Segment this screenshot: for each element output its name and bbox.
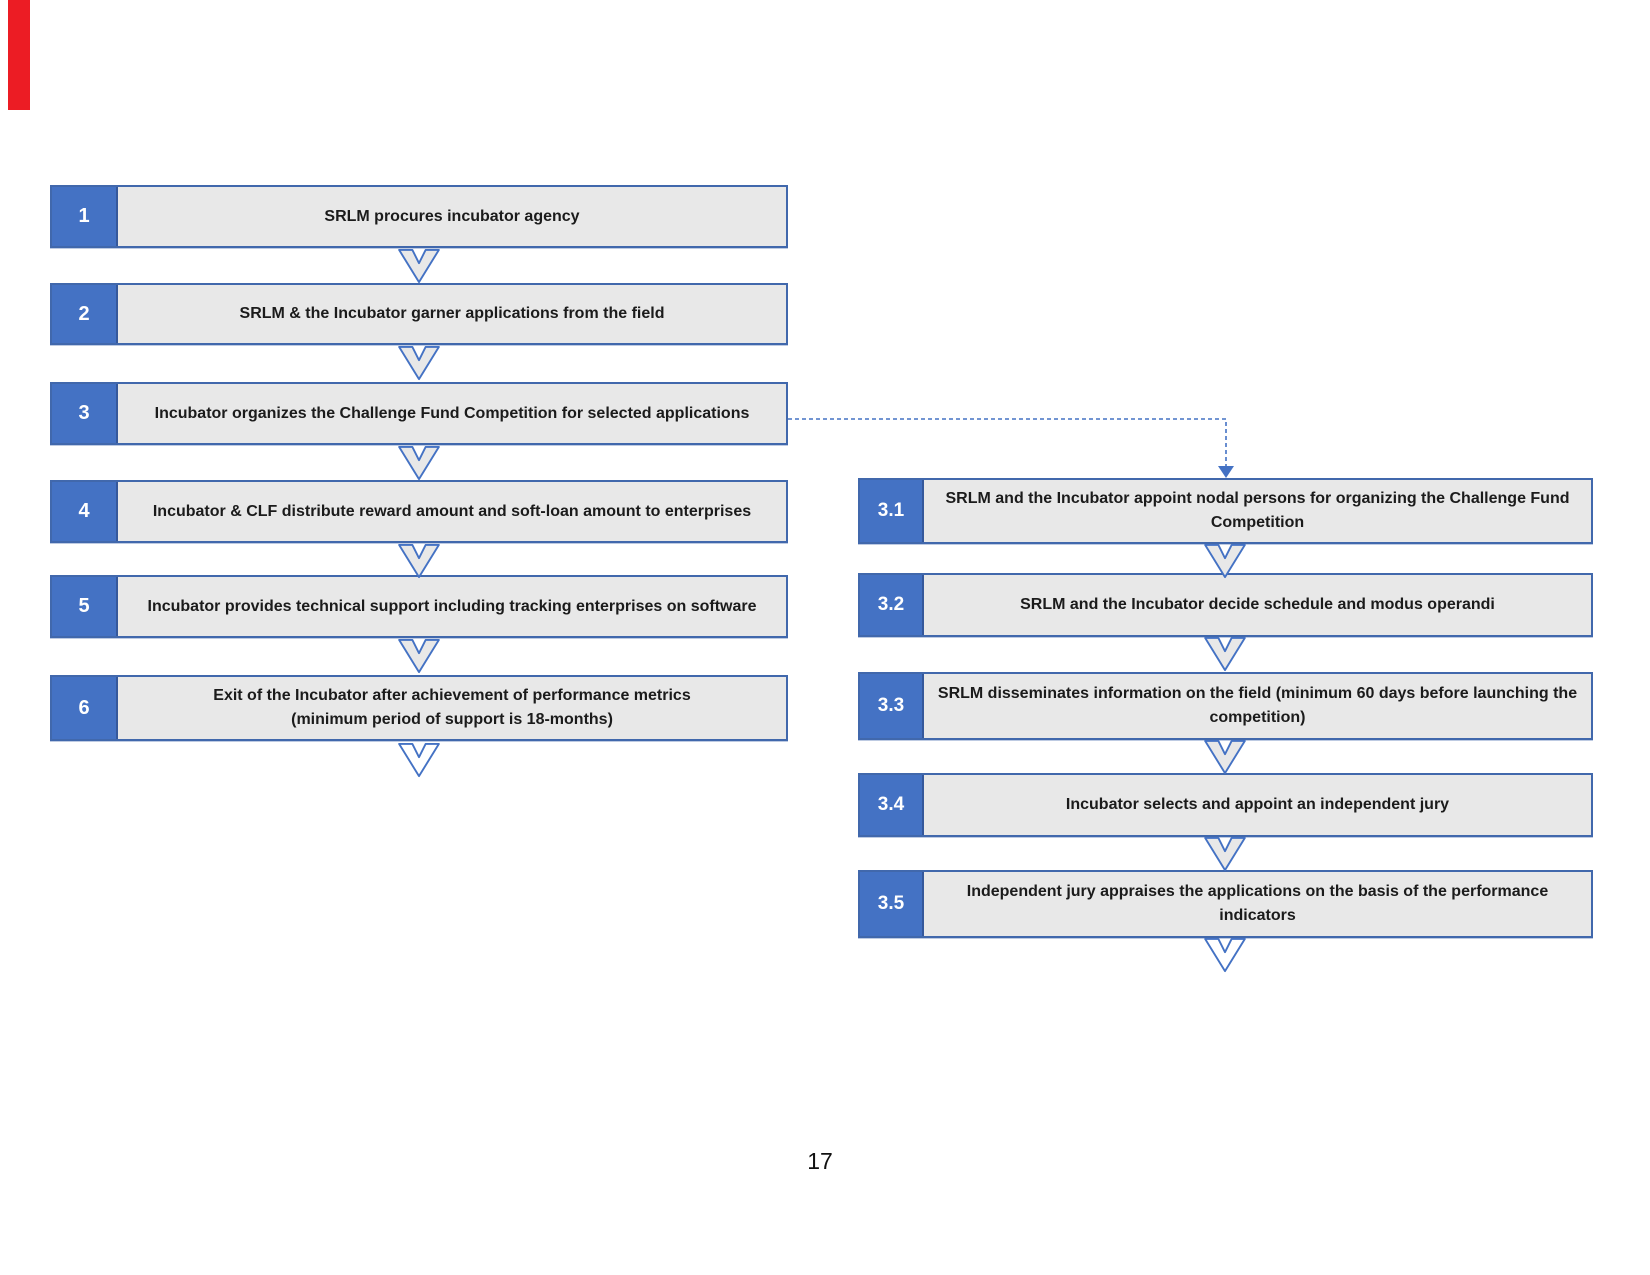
step-box-2: 2 SRLM & the Incubator garner applicatio… bbox=[50, 283, 788, 345]
branch-connector-arrow bbox=[788, 418, 1234, 478]
step-text: SRLM procures incubator agency bbox=[324, 207, 580, 225]
step-number: 1 bbox=[52, 187, 118, 246]
step-text: Incubator selects and appoint an indepen… bbox=[1065, 796, 1450, 813]
step-box-3-1: 3.1 SRLM and the Incubator appoint nodal… bbox=[858, 478, 1593, 544]
down-arrow-icon bbox=[398, 742, 440, 778]
step-number: 2 bbox=[52, 285, 118, 343]
step-text: Incubator & CLF distribute reward amount… bbox=[152, 502, 752, 520]
step-box-1: 1 SRLM procures incubator agency bbox=[50, 185, 788, 248]
step-number: 3.3 bbox=[860, 674, 924, 738]
down-arrow-icon bbox=[1204, 739, 1246, 775]
red-marker bbox=[8, 0, 30, 110]
down-arrow-icon bbox=[398, 638, 440, 674]
step-number: 6 bbox=[52, 677, 118, 739]
step-box-4: 4 Incubator & CLF distribute reward amou… bbox=[50, 480, 788, 543]
down-arrow-icon bbox=[1204, 636, 1246, 672]
step-box-6: 6 Exit of the Incubator after achievemen… bbox=[50, 675, 788, 741]
step-box-3-4: 3.4 Incubator selects and appoint an ind… bbox=[858, 773, 1593, 837]
step-text: SRLM and the Incubator decide schedule a… bbox=[1020, 596, 1495, 613]
step-box-5: 5 Incubator provides technical support i… bbox=[50, 575, 788, 638]
down-arrow-icon bbox=[1204, 543, 1246, 579]
step-number: 3 bbox=[52, 384, 118, 443]
step-box-3: 3 Incubator organizes the Challenge Fund… bbox=[50, 382, 788, 445]
step-number: 3.5 bbox=[860, 872, 924, 936]
step-number: 5 bbox=[52, 577, 118, 636]
step-text: SRLM disseminates information on the fie… bbox=[937, 685, 1578, 726]
down-arrow-icon bbox=[1204, 836, 1246, 872]
step-text: SRLM and the Incubator appoint nodal per… bbox=[945, 490, 1570, 531]
step-box-3-2: 3.2 SRLM and the Incubator decide schedu… bbox=[858, 573, 1593, 637]
step-text: Incubator provides technical support inc… bbox=[147, 597, 757, 615]
step-number: 3.2 bbox=[860, 575, 924, 635]
step-box-3-5: 3.5 Independent jury appraises the appli… bbox=[858, 870, 1593, 938]
down-arrow-icon bbox=[398, 543, 440, 579]
down-arrow-icon bbox=[398, 445, 440, 481]
step-text: Independent jury appraises the applicati… bbox=[966, 883, 1549, 924]
page-number: 17 bbox=[807, 1148, 833, 1174]
step-number: 3.4 bbox=[860, 775, 924, 835]
down-arrow-icon bbox=[398, 345, 440, 381]
step-text: Exit of the Incubator after achievement … bbox=[213, 687, 691, 728]
step-text: Incubator organizes the Challenge Fund C… bbox=[154, 404, 750, 422]
step-number: 3.1 bbox=[860, 480, 924, 542]
step-box-3-3: 3.3 SRLM disseminates information on the… bbox=[858, 672, 1593, 740]
down-arrow-icon bbox=[398, 248, 440, 284]
step-text: SRLM & the Incubator garner applications… bbox=[239, 305, 665, 322]
down-arrow-icon bbox=[1204, 937, 1246, 973]
step-number: 4 bbox=[52, 482, 118, 541]
